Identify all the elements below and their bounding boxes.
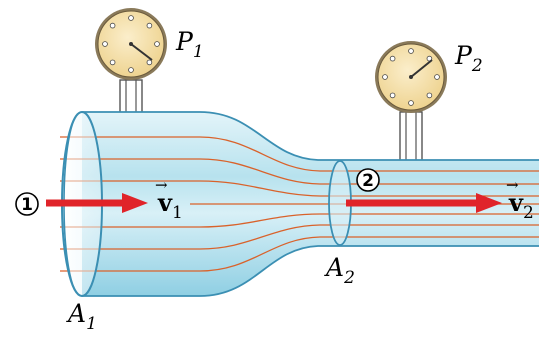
gauge-2-dial-dots: [382, 48, 440, 106]
label-v1-arrow: →: [155, 176, 168, 194]
label-v2: v 2 →: [506, 176, 534, 223]
label-p1: P1: [175, 27, 204, 62]
point-1-label: 1: [21, 195, 33, 215]
gauge-1-needle: [130, 43, 153, 61]
streamlines: [60, 136, 539, 272]
gauge-1-stem: [119, 79, 143, 115]
label-v2-arrow: →: [506, 176, 519, 194]
point-1-marker: 1: [15, 192, 39, 216]
label-a2: A2: [324, 253, 355, 288]
streamline: [60, 180, 539, 197]
tube-outline-top: [82, 111, 539, 161]
streamline: [60, 224, 539, 250]
tube-outline-bottom: [82, 245, 539, 297]
label-v2-base: v: [508, 188, 524, 217]
gauge-2-needle: [410, 59, 433, 78]
label-v2-sub: 2: [523, 203, 534, 223]
label-v1-base: v: [157, 188, 173, 217]
velocity-arrow-2: [346, 193, 502, 213]
pressure-gauge-2: [375, 41, 447, 113]
streamline: [60, 213, 539, 228]
streamline: [60, 158, 539, 185]
pressure-gauge-1: [95, 8, 167, 80]
gauge-2-stem: [399, 111, 423, 163]
gauge-1-dial-dots: [102, 15, 160, 73]
label-a1: A1: [66, 299, 97, 334]
streamline: [60, 236, 539, 272]
label-v1: v 1 →: [155, 176, 183, 223]
streamline: [60, 136, 539, 172]
label-v1-sub: 1: [172, 203, 183, 223]
velocity-arrow-1: [46, 193, 148, 213]
point-2-label: 2: [362, 171, 374, 191]
point-2-marker: 2: [356, 168, 380, 192]
label-p2: P2: [454, 41, 483, 76]
